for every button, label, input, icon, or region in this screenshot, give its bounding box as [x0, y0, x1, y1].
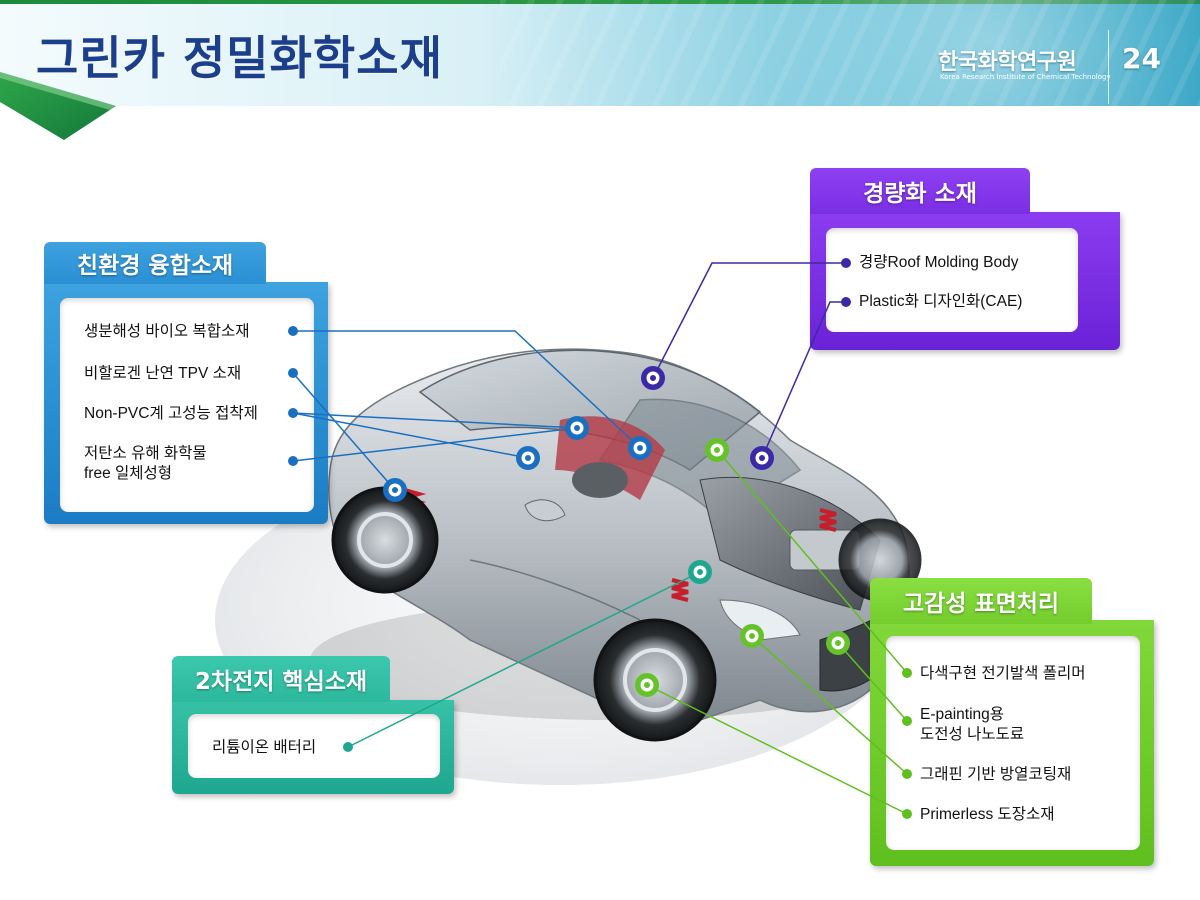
- panel-battery-title: 2차전지 핵심소재: [172, 656, 390, 702]
- list-item: free 일체성형: [84, 465, 173, 482]
- bullet-dot: [288, 456, 298, 466]
- target-ring-icon[interactable]: [826, 631, 850, 655]
- panel-surface-content: [886, 636, 1140, 850]
- target-ring-icon[interactable]: [688, 560, 712, 584]
- target-ring-icon[interactable]: [740, 624, 764, 648]
- target-ring-icon[interactable]: [641, 366, 665, 390]
- bullet-dot: [902, 716, 912, 726]
- list-item: 비할로겐 난연 TPV 소재: [84, 365, 242, 382]
- target-ring-icon[interactable]: [516, 446, 540, 470]
- header-top-line: [0, 0, 1200, 4]
- list-item: 그래핀 기반 방열코팅재: [920, 766, 1072, 783]
- list-item: Primerless 도장소재: [920, 806, 1055, 823]
- bullet-dot: [343, 742, 353, 752]
- target-ring-icon[interactable]: [635, 673, 659, 697]
- list-item: 저탄소 유해 화학물: [84, 445, 207, 462]
- panel-eco-content: [60, 298, 314, 512]
- list-item: Plastic화 디자인화(CAE): [859, 293, 1023, 310]
- slide-header: 그린카 정밀화학소재 한국화학연구원 Korea Research Instit…: [0, 0, 1200, 106]
- target-ring-icon[interactable]: [750, 446, 774, 470]
- list-item: 도전성 나노도료: [920, 726, 1025, 743]
- bullet-dot: [902, 668, 912, 678]
- bullet-dot: [902, 809, 912, 819]
- page-title: 그린카 정밀화학소재: [36, 31, 443, 85]
- panel-lightweight-title: 경량화 소재: [810, 168, 1030, 214]
- header-divider: [1108, 30, 1109, 104]
- list-item: 리튬이온 배터리: [212, 739, 317, 756]
- panel-lightweight-content: [826, 228, 1078, 332]
- target-ring-icon[interactable]: [628, 436, 652, 460]
- list-item: 생분해성 바이오 복합소재: [84, 323, 250, 340]
- list-item: E-painting용: [920, 706, 1005, 723]
- list-item: Non-PVC계 고성능 접착제: [84, 405, 258, 422]
- bullet-dot: [841, 258, 851, 268]
- green-corner-wedge: [0, 72, 116, 140]
- list-item: 다색구현 전기발색 폴리머: [920, 665, 1086, 682]
- bullet-dot: [841, 297, 851, 307]
- panel-eco-title: 친환경 융합소재: [44, 242, 266, 284]
- target-ring-icon[interactable]: [565, 416, 589, 440]
- org-logo-subtitle: Korea Research Institute of Chemical Tec…: [940, 73, 1111, 81]
- bullet-dot: [288, 368, 298, 378]
- target-ring-icon[interactable]: [383, 478, 407, 502]
- list-item: 경량Roof Molding Body: [859, 254, 1019, 271]
- panel-surface-title: 고감성 표면처리: [870, 578, 1092, 624]
- org-logo-name: 한국화학연구원: [938, 50, 1077, 75]
- page-number: 24: [1122, 42, 1161, 75]
- target-ring-icon[interactable]: [705, 438, 729, 462]
- bullet-dot: [288, 326, 298, 336]
- bullet-dot: [288, 408, 298, 418]
- header-decoration: [500, 0, 1200, 106]
- bullet-dot: [902, 769, 912, 779]
